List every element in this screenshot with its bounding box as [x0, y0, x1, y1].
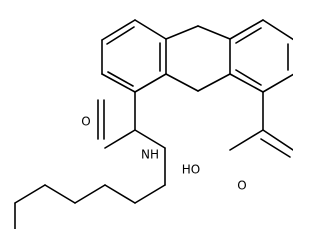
amide-nitrogen-label: NH: [141, 148, 159, 162]
acid-oxygen-label: O: [237, 179, 246, 193]
amide-oxygen-label: O: [81, 115, 90, 129]
fluorene-left-ring: [101, 19, 167, 93]
amide-group: [97, 91, 166, 149]
fluorene-five-ring: [165, 25, 231, 92]
fluorene-right-ring: [229, 19, 293, 93]
chemical-structure: O NH HO O: [14, 19, 293, 229]
carboxylic-acid: [229, 91, 293, 158]
benzyl-group: [14, 147, 166, 229]
acid-hydroxyl-label: HO: [182, 163, 200, 177]
